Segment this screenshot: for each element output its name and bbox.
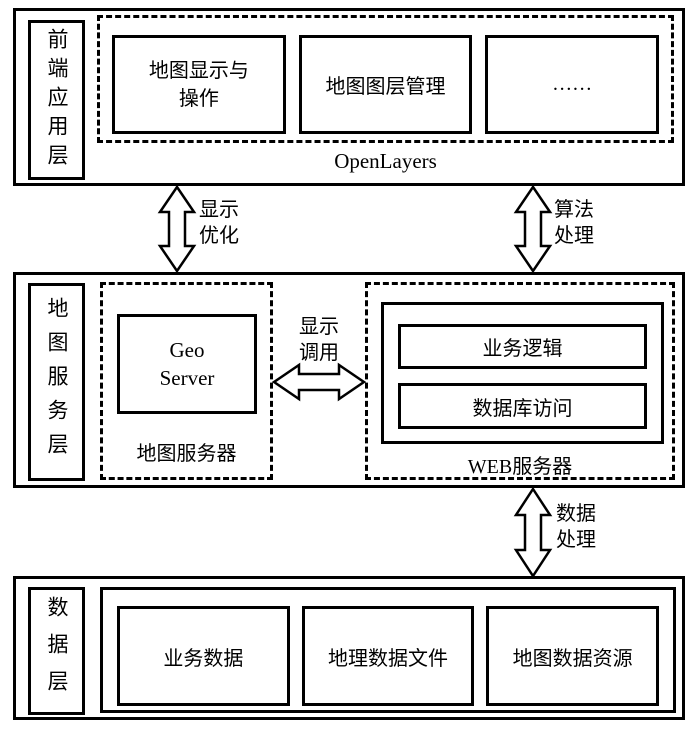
frontend-layer-title-box: 前端应用层 (28, 20, 85, 180)
module-box-ellipsis: …… (485, 35, 660, 134)
data-box-map-resources: 地图数据资源 (486, 606, 660, 706)
database-access-box: 数据库访问 (398, 383, 647, 429)
map-server-dashed-container: Geo Server 地图服务器 (100, 282, 273, 480)
module-box-layer-management: 地图图层管理 (298, 35, 473, 134)
business-logic-box: 业务逻辑 (398, 324, 647, 369)
arrow-data-processing (513, 487, 553, 578)
map-service-layer-title-box: 地图服务层 (28, 283, 85, 481)
arrow-display-optimization (157, 185, 197, 273)
frontend-layer-box: 前端应用层 地图显示与 操作 地图图层管理 …… OpenLayers (13, 8, 685, 186)
web-server-inner-box: 业务逻辑 数据库访问 (381, 302, 664, 444)
arrow-display-call (272, 362, 366, 402)
data-sources-container: 业务数据 地理数据文件 地图数据资源 (100, 587, 676, 713)
data-box-geo-files: 地理数据文件 (301, 606, 475, 706)
module-box-map-display: 地图显示与 操作 (112, 35, 286, 134)
geoserver-box: Geo Server (117, 314, 257, 414)
map-service-layer-title: 地图服务层 (45, 297, 69, 467)
arrow-algorithm-processing (513, 185, 553, 273)
map-service-layer-box: 地图服务层 Geo Server 地图服务器 显示 调用 业务逻辑 数据库访问 … (13, 272, 685, 488)
arrow-label-display-call: 显示 调用 (299, 316, 339, 364)
arrow-label-algorithm-processing: 算法 处理 (554, 199, 594, 247)
arrow-label-data-processing: 数据 处理 (556, 503, 596, 551)
frontend-layer-title: 前端应用层 (45, 27, 69, 173)
web-server-caption: WEB服务器 (467, 456, 573, 478)
data-layer-box: 数据层 业务数据 地理数据文件 地图数据资源 (13, 576, 685, 720)
web-server-dashed-container: 业务逻辑 数据库访问 WEB服务器 (365, 282, 675, 480)
data-layer-title: 数据层 (45, 595, 69, 707)
openlayers-label: OpenLayers (334, 149, 437, 173)
data-layer-title-box: 数据层 (28, 587, 85, 715)
data-box-business: 业务数据 (117, 606, 290, 706)
map-server-caption: 地图服务器 (136, 443, 237, 465)
arrow-label-display-optimization: 显示 优化 (199, 199, 239, 247)
openlayers-dashed-container: 地图显示与 操作 地图图层管理 …… (97, 15, 674, 143)
